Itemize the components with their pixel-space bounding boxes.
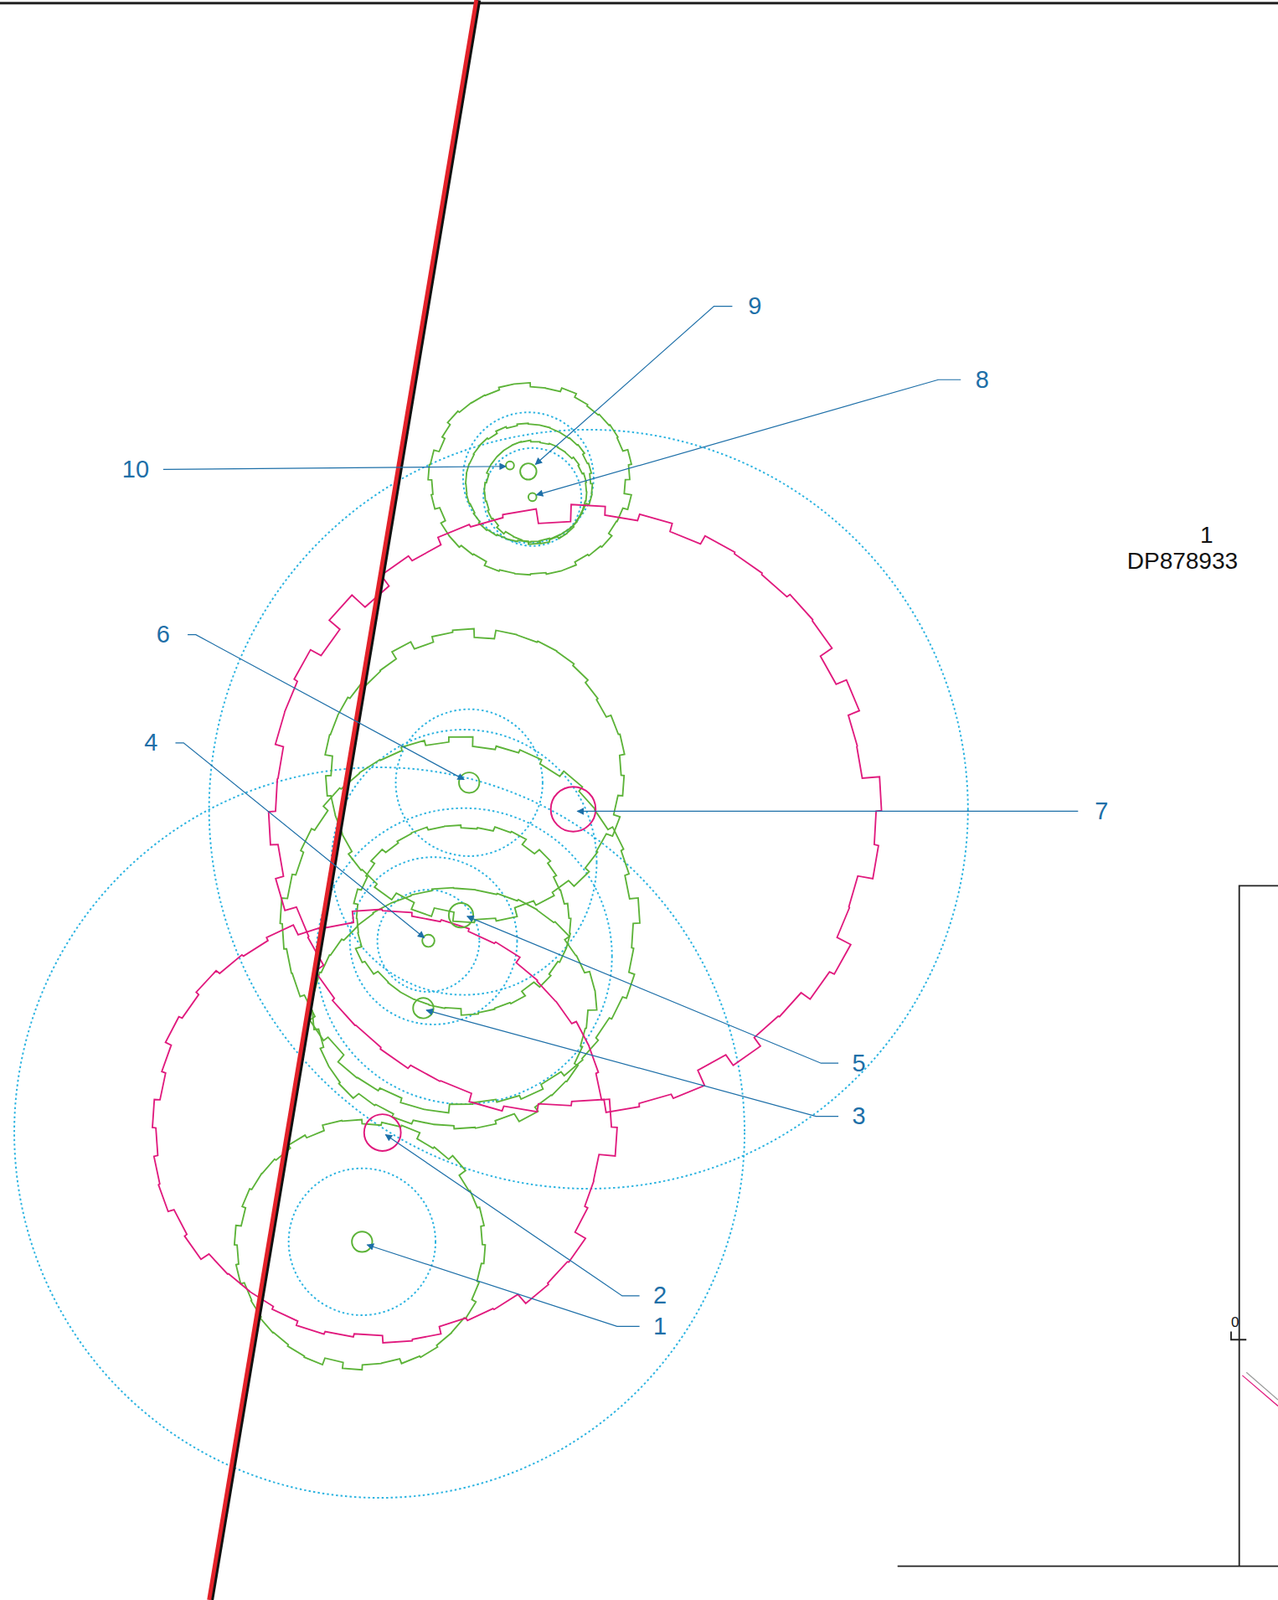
canopy-outlines [152,382,882,1370]
protection-zones [14,412,969,1498]
callout-number: 6 [156,622,171,647]
callout-number: 9 [747,293,762,319]
lot-number: 1 [1200,523,1214,547]
plan-reference: DP878933 [1127,549,1238,573]
callout-number: 4 [144,730,158,755]
callout-number: 8 [975,367,990,392]
canopy-outline [484,440,587,544]
canopy-outline [152,909,618,1343]
inset-detail [1241,1371,1278,1406]
callout-number: 7 [1094,798,1108,824]
leader-lines [163,306,1078,1327]
canopy-outline [427,382,632,575]
trunk-markers [351,461,596,1253]
callout-number: 5 [851,1051,866,1076]
boundary-line [209,0,480,1600]
canopy-outline [465,422,593,545]
canopy-outline [268,504,882,1113]
canopy-outline [279,736,639,1114]
border-line [0,1,1278,5]
callout-number: 2 [653,1283,667,1308]
callout-number: 1 [653,1314,667,1339]
canopy-outline [353,824,571,1016]
inset-frame [897,885,1278,1566]
canopy-outline [324,628,625,923]
callout-number: 10 [122,457,150,482]
scale-text: 0 [1231,1314,1239,1330]
callout-number: 3 [851,1103,866,1129]
